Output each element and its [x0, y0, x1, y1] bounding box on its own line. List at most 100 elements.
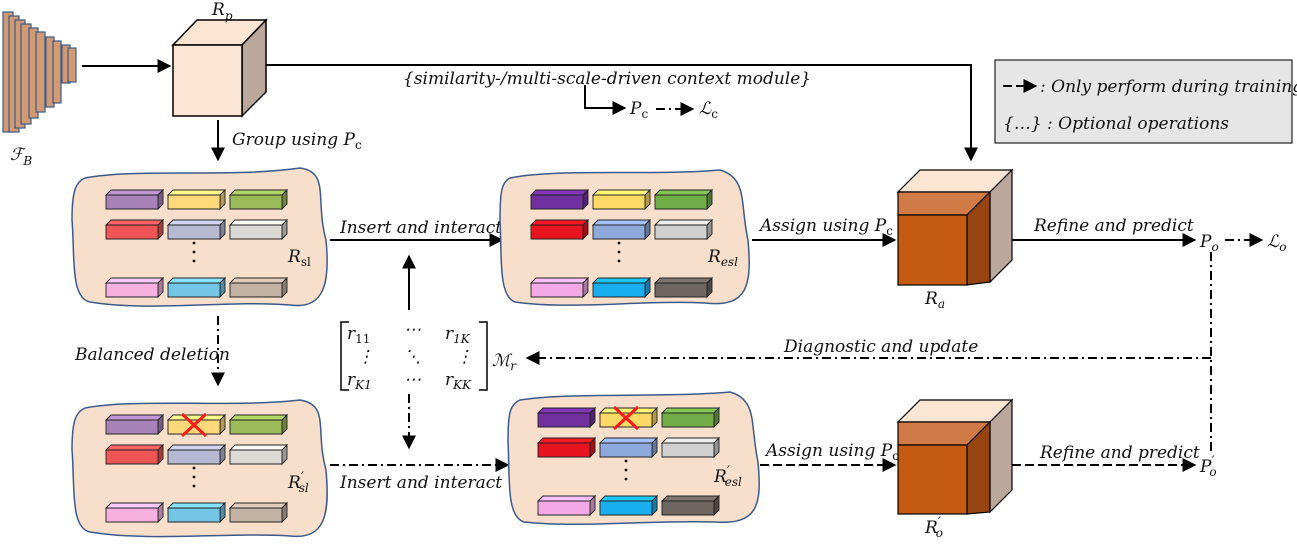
label-rsl: Rsl: [287, 247, 311, 269]
label-lc: ℒc: [699, 99, 718, 121]
matrix-hdots-top: ⋯: [404, 320, 421, 340]
matrix-r1k: r1K: [445, 324, 471, 346]
bar-top: [653, 277, 714, 284]
label-fb: ℱB: [10, 145, 32, 168]
bar-top: [104, 502, 165, 509]
label-group-using: Group using Pc: [232, 130, 362, 152]
label-po: Po: [1199, 232, 1219, 254]
label-resl-prime: R′esl: [713, 464, 742, 489]
bar-top: [166, 219, 227, 226]
bar-front: [530, 224, 584, 240]
matrix-hdots-bottom: ⋯: [404, 370, 421, 390]
label-rp: Rp: [211, 0, 233, 23]
bar-top: [598, 437, 659, 444]
bar-front: [229, 419, 283, 435]
bar-front: [592, 224, 646, 240]
label-ra: Ra: [924, 289, 945, 311]
bars-rsl-prime: [104, 412, 289, 524]
bar-front: [537, 442, 591, 458]
bar-front: [537, 412, 591, 428]
bars-resl-prime: [536, 405, 721, 517]
bar-top: [228, 219, 289, 226]
label-balanced-deletion: Balanced deletion: [74, 345, 230, 365]
label-resl: Resl: [707, 247, 738, 269]
label-insert-bottom: Insert and interact: [339, 473, 502, 493]
bar-top: [228, 414, 289, 421]
bar-top: [591, 277, 652, 284]
ellipsis-dot: [192, 241, 196, 245]
ro-prime-cube: [896, 398, 1014, 515]
bar-top: [166, 189, 227, 196]
label-pc-out: Pc: [629, 99, 648, 121]
label-mr: ℳr: [492, 351, 517, 373]
label-lo: ℒo: [1267, 232, 1286, 254]
bars-rsl: [104, 188, 289, 299]
bar-top: [598, 407, 659, 414]
matrix-rkk: rKK: [445, 370, 472, 392]
deletion-cross-stroke: [612, 405, 640, 431]
bar-front: [599, 500, 653, 516]
bar-top: [228, 444, 289, 451]
ellipsis-dot: [617, 250, 621, 254]
label-insert-top: Insert and interact: [339, 218, 502, 238]
bar-top: [166, 502, 227, 509]
bar-top: [598, 495, 659, 502]
bar-front: [105, 224, 159, 240]
bar-top: [104, 219, 165, 226]
bar-front: [654, 194, 708, 210]
ra-cube: [896, 168, 1014, 286]
bar-front: [654, 224, 708, 240]
matrix-vdots-left: ⋮: [357, 347, 374, 367]
bar-front: [530, 194, 584, 210]
legend-training-only: : Only perform during training: [1040, 77, 1297, 97]
bar-top: [228, 277, 289, 284]
bar-front: [105, 419, 159, 435]
arrow-rp-to-ra: [266, 64, 978, 162]
matrix-mr: r11 ⋯ r1K ⋮ ⋱ ⋮ rK1 ⋯ rKK: [340, 320, 488, 392]
bar-front: [661, 442, 715, 458]
bar-front: [167, 224, 221, 240]
bar-top: [104, 189, 165, 196]
rp-cube: [171, 18, 268, 118]
bar-top: [228, 189, 289, 196]
label-po-prime: P′o: [1199, 454, 1217, 479]
bar-top: [166, 444, 227, 451]
bar-front: [229, 194, 283, 210]
bar-front: [167, 449, 221, 465]
bars-resl: [529, 188, 714, 299]
bar-top: [536, 407, 597, 414]
bar-front: [105, 449, 159, 465]
ellipsis-dot: [624, 459, 628, 463]
bar-front: [167, 282, 221, 298]
bar-top: [653, 219, 714, 226]
bar-front: [105, 282, 159, 298]
bar-top: [104, 444, 165, 451]
bar-front: [229, 507, 283, 523]
bar-front: [229, 224, 283, 240]
label-ro-prime: R′o: [924, 515, 943, 540]
bar-front: [654, 282, 708, 298]
bar-top: [591, 189, 652, 196]
matrix-vdots-right: ⋮: [456, 347, 473, 367]
bar-front: [105, 507, 159, 523]
matrix-ddots: ⋱: [404, 347, 421, 367]
bar-top: [529, 219, 590, 226]
bar-front: [661, 500, 715, 516]
label-refine-top: Refine and predict: [1033, 216, 1194, 236]
label-assign-top: Assign using Pc: [758, 216, 893, 238]
backbone-feature-stack: [2, 11, 77, 133]
bar-top: [228, 502, 289, 509]
bar-top: [591, 219, 652, 226]
bar-front: [537, 500, 591, 516]
bar-top: [104, 414, 165, 421]
ellipsis-dot: [617, 241, 621, 245]
bar-front: [599, 442, 653, 458]
bar-front: [530, 282, 584, 298]
bar-top: [536, 495, 597, 502]
arrow-context-to-pc: [584, 85, 627, 115]
deletion-cross-stroke: [180, 412, 208, 438]
matrix-r11: r11: [347, 324, 370, 346]
bar-front: [105, 194, 159, 210]
bar-front: [229, 282, 283, 298]
bar-top: [660, 495, 721, 502]
